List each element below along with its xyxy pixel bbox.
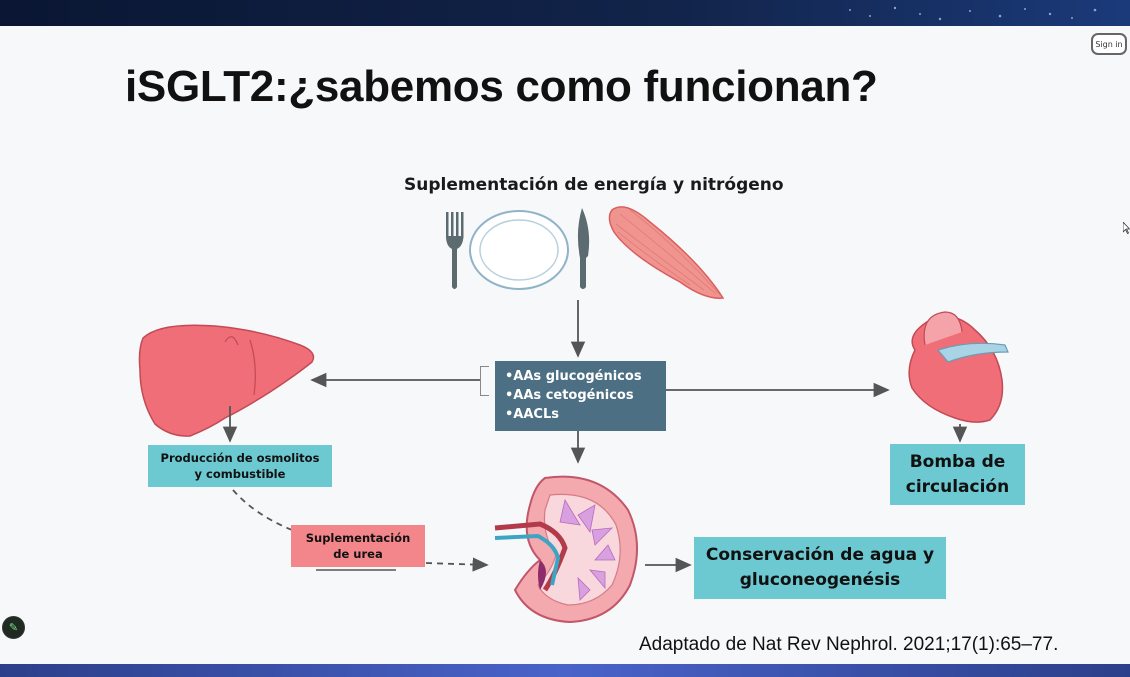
muscle-icon	[608, 206, 725, 299]
bomba-line1: Bomba de	[909, 451, 1006, 472]
bomba-box: Bomba de circulación	[890, 444, 1025, 505]
kidney-icon	[494, 475, 639, 624]
aa-item-glucogenic: •AAs glucogénicos	[505, 369, 642, 384]
presentation-top-bar	[0, 0, 1130, 26]
dashed-osmolitos-to-urea	[232, 489, 293, 531]
fork-icon	[446, 212, 464, 289]
urea-line1: Suplementación	[305, 531, 411, 545]
slide-title: iSGLT2:¿sabemos como funcionan?	[125, 62, 878, 111]
pen-tool-button[interactable]: ✎	[2, 616, 25, 639]
osmolitos-line1: Producción de osmolitos	[160, 451, 320, 465]
dashed-urea-to-kidney	[425, 557, 489, 572]
osmolitos-line2: y combustible	[194, 467, 286, 481]
urea-box: Suplementación de urea	[291, 525, 425, 567]
citation: Adaptado de Nat Rev Nephrol. 2021;17(1):…	[639, 634, 1059, 655]
presentation-bottom-bar	[0, 664, 1130, 677]
aa-item-bcaa: •AACLs	[505, 407, 559, 422]
aa-item-ketogenic: •AAs cetogénicos	[505, 388, 634, 403]
heart-icon	[908, 311, 1009, 423]
bomba-line2: circulación	[905, 476, 1010, 497]
aa-bracket	[480, 366, 489, 396]
decorative-dots	[849, 6, 1097, 21]
amino-acids-box: •AAs glucogénicos •AAs cetogénicos •AACL…	[495, 361, 666, 431]
mouse-cursor-icon	[1123, 222, 1130, 234]
diagram-subtitle: Suplementación de energía y nitrógeno	[404, 175, 784, 195]
pen-icon: ✎	[8, 622, 19, 634]
plate-icon	[469, 210, 569, 290]
osmolitos-box: Producción de osmolitos y combustible	[148, 445, 332, 487]
sign-in-button[interactable]: Sign in	[1091, 33, 1127, 55]
conservacion-line2: gluconeogenésis	[739, 570, 901, 590]
liver-icon	[138, 324, 315, 437]
knife-icon	[577, 208, 590, 289]
urea-line2: de urea	[333, 547, 383, 561]
conservacion-line1: Conservación de agua y	[705, 545, 935, 565]
conservacion-box: Conservación de agua y gluconeogenésis	[694, 537, 946, 599]
